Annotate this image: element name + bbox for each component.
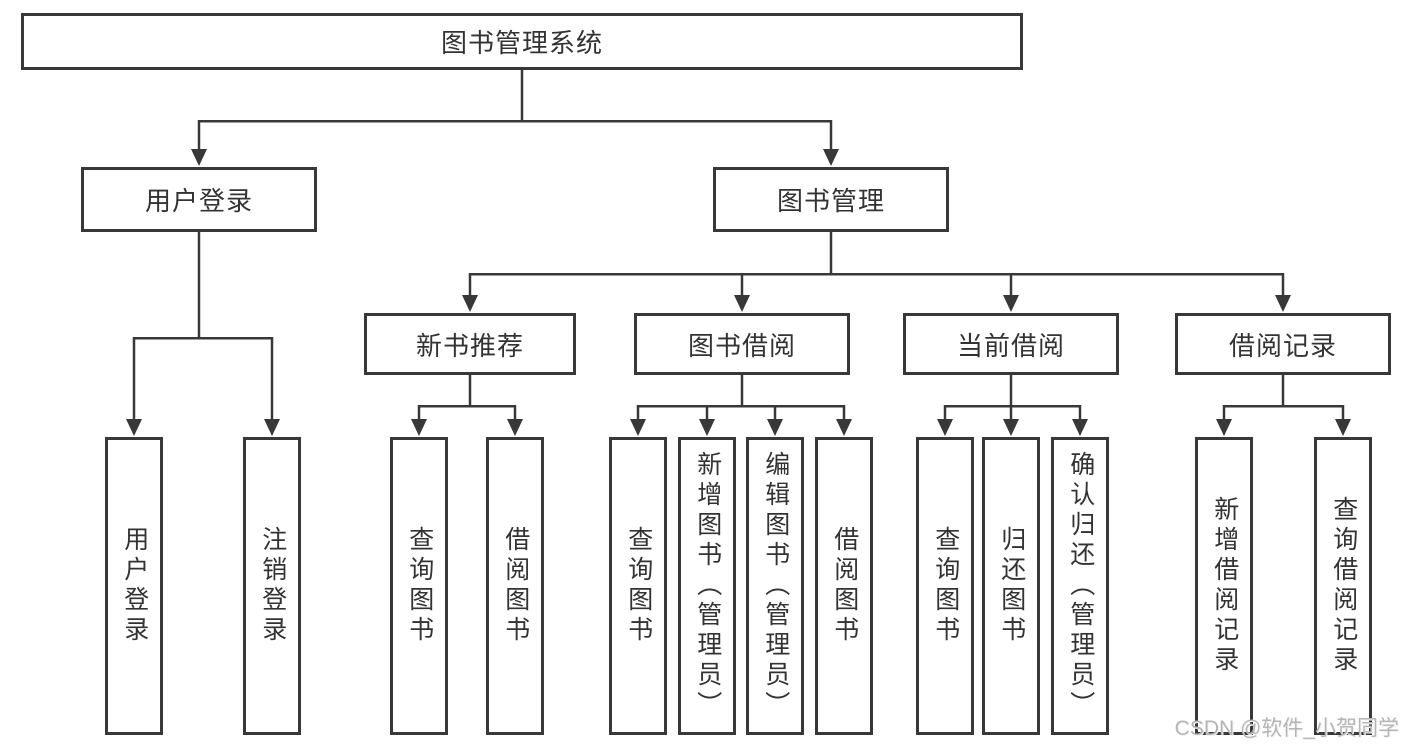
node-borrowing-records: 借阅记录: [1175, 313, 1391, 375]
node-label: 查询借阅记录: [1329, 496, 1358, 676]
node-label: 新增借阅记录: [1210, 496, 1239, 676]
leaf-borrow-books-recommend: 借阅图书: [486, 437, 544, 735]
node-label: 用户登录: [144, 186, 253, 216]
node-library-system: 图书管理系统: [21, 13, 1023, 70]
node-user-login: 用户登录: [81, 167, 317, 232]
node-label: 查询图书: [931, 526, 960, 646]
leaf-confirm-return-admin: 确认归还（管理员）: [1051, 437, 1109, 735]
node-label: 用户登录: [120, 526, 149, 646]
node-label: 注销登录: [258, 526, 287, 646]
leaf-borrow-books: 借阅图书: [815, 437, 873, 735]
node-label: 借阅图书: [830, 526, 859, 646]
node-label: 查询图书: [624, 526, 653, 646]
node-label: 借阅记录: [1228, 330, 1337, 361]
leaf-user-login: 用户登录: [105, 437, 163, 735]
node-label: 借阅图书: [501, 526, 530, 646]
node-book-management: 图书管理: [713, 167, 949, 232]
node-label: 图书借阅: [687, 330, 796, 361]
node-label: 新书推荐: [415, 330, 524, 361]
node-label: 当前借阅: [956, 330, 1065, 361]
node-label: 确认归还（管理员）: [1066, 451, 1095, 721]
node-label: 图书管理: [776, 186, 885, 216]
leaf-return-books: 归还图书: [982, 437, 1040, 735]
csdn-watermark: CSDN @软件_小贺同学: [1174, 717, 1399, 740]
node-label: 查询图书: [405, 526, 434, 646]
leaf-query-borrow-record: 查询借阅记录: [1314, 437, 1372, 735]
node-label: 编辑图书（管理员）: [761, 451, 790, 721]
leaf-query-books-recommend: 查询图书: [390, 437, 448, 735]
node-label: 归还图书: [997, 526, 1026, 646]
leaf-query-books-borrowing: 查询图书: [609, 437, 667, 735]
leaf-query-books-current: 查询图书: [916, 437, 974, 735]
node-current-borrowing: 当前借阅: [903, 313, 1119, 375]
node-label: 新增图书（管理员）: [693, 451, 722, 721]
node-new-book-recommend: 新书推荐: [364, 313, 576, 375]
leaf-edit-books-admin: 编辑图书（管理员）: [746, 437, 804, 735]
leaf-add-borrow-record: 新增借阅记录: [1195, 437, 1253, 735]
node-book-borrowing: 图书借阅: [634, 313, 850, 375]
leaf-logout: 注销登录: [243, 437, 301, 735]
leaf-add-books-admin: 新增图书（管理员）: [678, 437, 736, 735]
node-label: 图书管理系统: [440, 28, 603, 58]
